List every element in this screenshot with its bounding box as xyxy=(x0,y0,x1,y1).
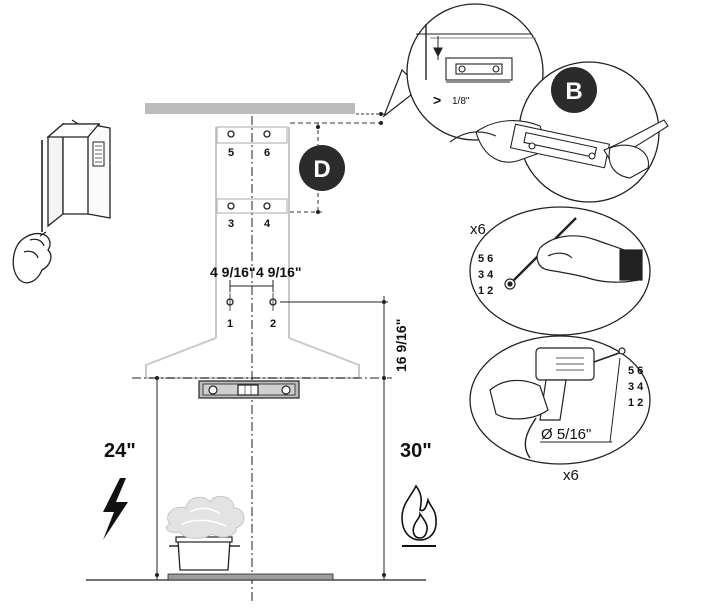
hole-2: 2 xyxy=(269,293,277,330)
svg-text:5 6: 5 6 xyxy=(628,365,643,377)
gap-detail xyxy=(416,24,536,83)
svg-text:3: 3 xyxy=(228,218,234,230)
ceiling-dot xyxy=(379,121,383,125)
ceiling xyxy=(145,103,355,114)
clearance-electric-label: 24" xyxy=(104,440,136,462)
svg-text:D: D xyxy=(313,156,330,183)
step-badge-b: B xyxy=(551,67,597,113)
drill-icon xyxy=(489,347,626,459)
svg-text:3 4: 3 4 xyxy=(478,269,494,281)
svg-text:4: 4 xyxy=(264,218,271,230)
drill-hole-pattern: 5 6 3 4 1 2 xyxy=(628,365,644,409)
hood-height-dimension: 16 9/16" xyxy=(280,296,409,378)
drill-diameter-label: Ø 5/16" xyxy=(541,426,591,443)
svg-text:B: B xyxy=(565,78,582,105)
svg-text:1 2: 1 2 xyxy=(478,285,493,297)
hole-6: 6 xyxy=(263,130,271,159)
spirit-level-icon xyxy=(198,380,300,399)
chimney-cover-icon xyxy=(41,119,111,232)
lightning-bolt-icon xyxy=(103,478,128,540)
cooktop xyxy=(167,573,334,581)
ceiling-dot-2 xyxy=(379,112,383,116)
hole-3: 3 xyxy=(227,202,235,230)
step-badge-d: D xyxy=(299,145,345,191)
hole-5: 5 xyxy=(227,130,235,159)
svg-text:5: 5 xyxy=(228,147,234,159)
spacing-dimension: 4 9/16" 4 9/16" xyxy=(210,264,302,292)
clearance-dot-left xyxy=(155,573,159,577)
svg-text:1 2: 1 2 xyxy=(628,397,643,409)
hole-1: 1 xyxy=(226,293,234,330)
drill-times-label: x6 xyxy=(563,467,579,484)
mark-times-label: x6 xyxy=(470,221,486,238)
spacing-right-label: 4 9/16" xyxy=(256,264,302,280)
clearance-dot-right xyxy=(382,573,386,577)
svg-text:6: 6 xyxy=(264,147,270,159)
pencil-hand-icon xyxy=(504,217,643,290)
drill-dim-leader xyxy=(609,357,621,443)
svg-text:3 4: 3 4 xyxy=(628,381,644,393)
spacing-left-label: 4 9/16" xyxy=(210,264,256,280)
gap-symbol: > xyxy=(433,92,441,108)
pot-icon xyxy=(165,495,245,571)
hole-4: 4 xyxy=(263,202,271,230)
svg-text:5 6: 5 6 xyxy=(478,253,493,265)
svg-text:2: 2 xyxy=(270,318,276,330)
dim-d-dot-bottom xyxy=(316,210,320,214)
hand-holding-icon xyxy=(12,231,52,284)
flame-icon xyxy=(401,484,437,547)
hood-height-label: 16 9/16" xyxy=(393,319,409,372)
clearance-gas-label: 30" xyxy=(400,440,432,462)
svg-text:1: 1 xyxy=(227,318,233,330)
dim-d-dot-top xyxy=(316,125,320,129)
gap-label: 1/8" xyxy=(452,96,470,107)
bracket-detail xyxy=(449,119,669,179)
mark-hole-pattern: 5 6 3 4 1 2 xyxy=(478,253,494,297)
